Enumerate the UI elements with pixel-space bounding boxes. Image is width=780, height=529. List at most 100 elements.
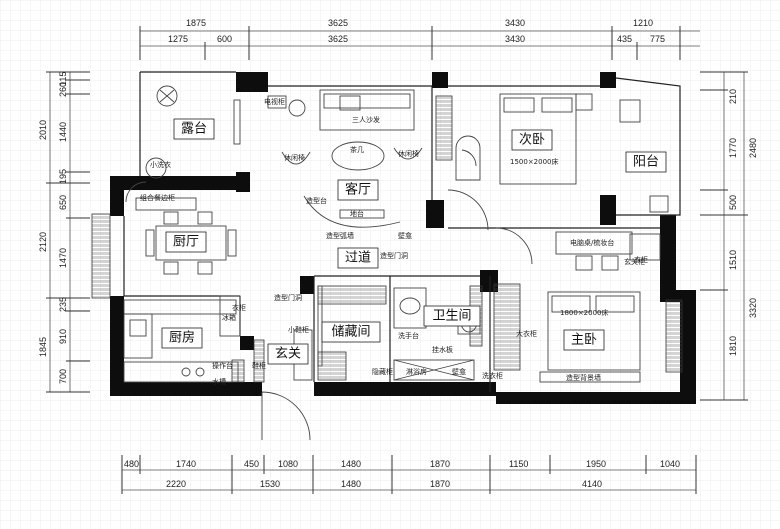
dim-top-outer-4: 1210 bbox=[633, 18, 653, 28]
balcony-furniture bbox=[619, 99, 669, 213]
dim-left-inner-3: 1440 bbox=[58, 122, 68, 142]
dim-top-outer-3: 3430 bbox=[505, 18, 525, 28]
label-big-wardrobe: 大衣柜 bbox=[516, 329, 537, 338]
dim-left-inner-5: 650 bbox=[58, 195, 68, 210]
dim-top-inner-2: 600 bbox=[217, 34, 232, 44]
dim-top-inner-5: 435 bbox=[617, 34, 632, 44]
dim-right-inner-3: 500 bbox=[728, 195, 738, 210]
dim-bottom-outer-2: 1530 bbox=[260, 479, 280, 489]
dim-left-inner-4: 195 bbox=[58, 169, 68, 184]
left-dimension-lines bbox=[46, 71, 90, 393]
label-laundry: 洗衣柜 bbox=[482, 371, 503, 380]
right-dimension-lines bbox=[700, 71, 748, 401]
room-terrace: 露台 bbox=[181, 122, 207, 137]
storage-furniture bbox=[317, 285, 387, 381]
room-bathroom: 卫生间 bbox=[432, 309, 471, 324]
dim-left-outer-3: 1845 bbox=[38, 337, 48, 357]
dining-furniture bbox=[135, 197, 237, 275]
label-bed-master: 1800×2000床 bbox=[560, 308, 609, 317]
dim-bottom-inner-8: 1950 bbox=[586, 459, 606, 469]
dim-bottom-inner-1: 480 bbox=[124, 459, 139, 469]
room-second-bedroom: 次卧 bbox=[519, 132, 545, 148]
dim-bottom-inner-2: 1740 bbox=[176, 459, 196, 469]
dim-bottom-outer-3: 1480 bbox=[341, 479, 361, 489]
terrace-furniture bbox=[145, 85, 241, 179]
label-wall-niche-bath: 壁龛 bbox=[452, 367, 466, 376]
dim-left-inner-8: 910 bbox=[58, 329, 68, 344]
label-shower: 淋浴房 bbox=[406, 367, 427, 376]
label-desk-dresser: 电脑桌/梳妆台 bbox=[570, 238, 614, 247]
bottom-dimension-lines bbox=[121, 455, 697, 494]
dim-bottom-inner-7: 1150 bbox=[509, 459, 528, 469]
dim-left-outer-1: 2010 bbox=[38, 120, 48, 140]
dim-left-inner-7: 235 bbox=[58, 297, 68, 312]
label-feature-seat: 造型台 bbox=[306, 196, 327, 205]
label-shoe-cabinet: 鞋柜 bbox=[252, 361, 266, 370]
living-furniture bbox=[267, 89, 423, 228]
label-small-cabinet: 小鞋柜 bbox=[288, 325, 309, 334]
label-tea-table: 茶几 bbox=[350, 145, 364, 154]
room-kitchen: 厨房 bbox=[169, 330, 195, 346]
dim-right-inner-2: 1770 bbox=[728, 138, 738, 158]
room-storage: 储藏间 bbox=[331, 325, 370, 340]
exterior-walls bbox=[110, 72, 696, 404]
dim-top-inner-1: 1275 bbox=[168, 34, 188, 44]
label-dining-cabinet: 组合餐边柜 bbox=[140, 193, 175, 202]
label-wall-arc: 造型弧墙 bbox=[326, 231, 354, 240]
label-washbasin: 洗手台 bbox=[398, 331, 419, 340]
label-bed-second: 1500×2000床 bbox=[510, 157, 559, 166]
label-entrance-cab: 玄关柜 bbox=[624, 257, 645, 266]
room-balcony: 阳台 bbox=[633, 155, 659, 170]
dim-bottom-inner-5: 1480 bbox=[341, 459, 361, 469]
dim-top-inner-3: 3625 bbox=[328, 34, 348, 44]
dim-top-outer-2: 3625 bbox=[328, 18, 348, 28]
kitchen-furniture bbox=[123, 295, 245, 383]
label-bed-wall: 造型背景墙 bbox=[566, 373, 601, 382]
label-leisure-chair-right: 休闲椅 bbox=[398, 149, 419, 158]
room-master-bedroom: 主卧 bbox=[571, 333, 597, 348]
room-foyer: 玄关 bbox=[275, 347, 301, 362]
dim-bottom-inner-4: 1080 bbox=[278, 459, 298, 469]
label-fridge: 冰箱 bbox=[222, 313, 236, 322]
dim-bottom-outer-4: 1870 bbox=[430, 479, 450, 489]
label-hidden-cabinet: 隐藏柜 bbox=[372, 367, 393, 376]
label-arch-portal: 造型门洞 bbox=[274, 293, 302, 302]
room-living: 客厅 bbox=[345, 182, 371, 198]
master-bedroom-furniture bbox=[493, 231, 661, 383]
dim-bottom-inner-6: 1870 bbox=[430, 459, 450, 469]
dim-right-outer-1: 2480 bbox=[748, 138, 758, 158]
dim-right-inner-4: 1510 bbox=[728, 250, 738, 270]
dim-left-inner-6: 1470 bbox=[58, 248, 68, 268]
label-closet: 衣柜 bbox=[232, 303, 246, 312]
doors bbox=[125, 149, 533, 441]
dim-bottom-outer-5: 4140 bbox=[582, 479, 602, 489]
dim-right-outer-2: 3320 bbox=[748, 298, 758, 318]
dim-right-inner-1: 210 bbox=[728, 89, 738, 104]
dim-left-inner-2: 260 bbox=[58, 82, 68, 97]
dim-top-outer-1: 1875 bbox=[186, 18, 206, 28]
label-leisure-chair-left: 休闲椅 bbox=[284, 153, 305, 162]
dim-top-inner-6: 775 bbox=[650, 34, 665, 44]
label-towel: 挂水板 bbox=[432, 345, 453, 354]
label-water-basin: 水槽 bbox=[212, 377, 226, 386]
label-shelf: 地台 bbox=[350, 209, 364, 218]
dim-bottom-outer-1: 2220 bbox=[166, 479, 186, 489]
dim-bottom-inner-9: 1040 bbox=[660, 459, 680, 469]
label-small-washer: 小洗衣 bbox=[150, 160, 171, 169]
room-dining: 厨厅 bbox=[173, 235, 199, 250]
top-dimension-lines bbox=[139, 26, 700, 60]
room-names: 露台 客厅 次卧 阳台 厨厅 过道 厨房 储藏间 卫生间 主卧 玄关 bbox=[161, 118, 667, 365]
label-wall-niche: 壁龛 bbox=[398, 231, 412, 240]
furniture-labels: 电视柜 三人沙发 休闲椅 茶几 休闲椅 造型台 地台 造型弧墙 壁龛 小洗衣 组… bbox=[140, 97, 648, 386]
dim-left-inner-9: 700 bbox=[58, 369, 68, 384]
dim-right-inner-5: 1810 bbox=[728, 336, 738, 356]
label-tv-cabinet: 电视柜 bbox=[264, 97, 285, 106]
label-ops-counter: 操作台 bbox=[212, 361, 233, 370]
interior-walls bbox=[91, 71, 683, 392]
dim-left-outer-2: 2120 bbox=[38, 232, 48, 252]
dim-bottom-inner-3: 450 bbox=[244, 459, 259, 469]
label-corridor-portal: 造型门洞 bbox=[380, 251, 408, 260]
dim-left-inner-1: 115 bbox=[58, 72, 68, 86]
